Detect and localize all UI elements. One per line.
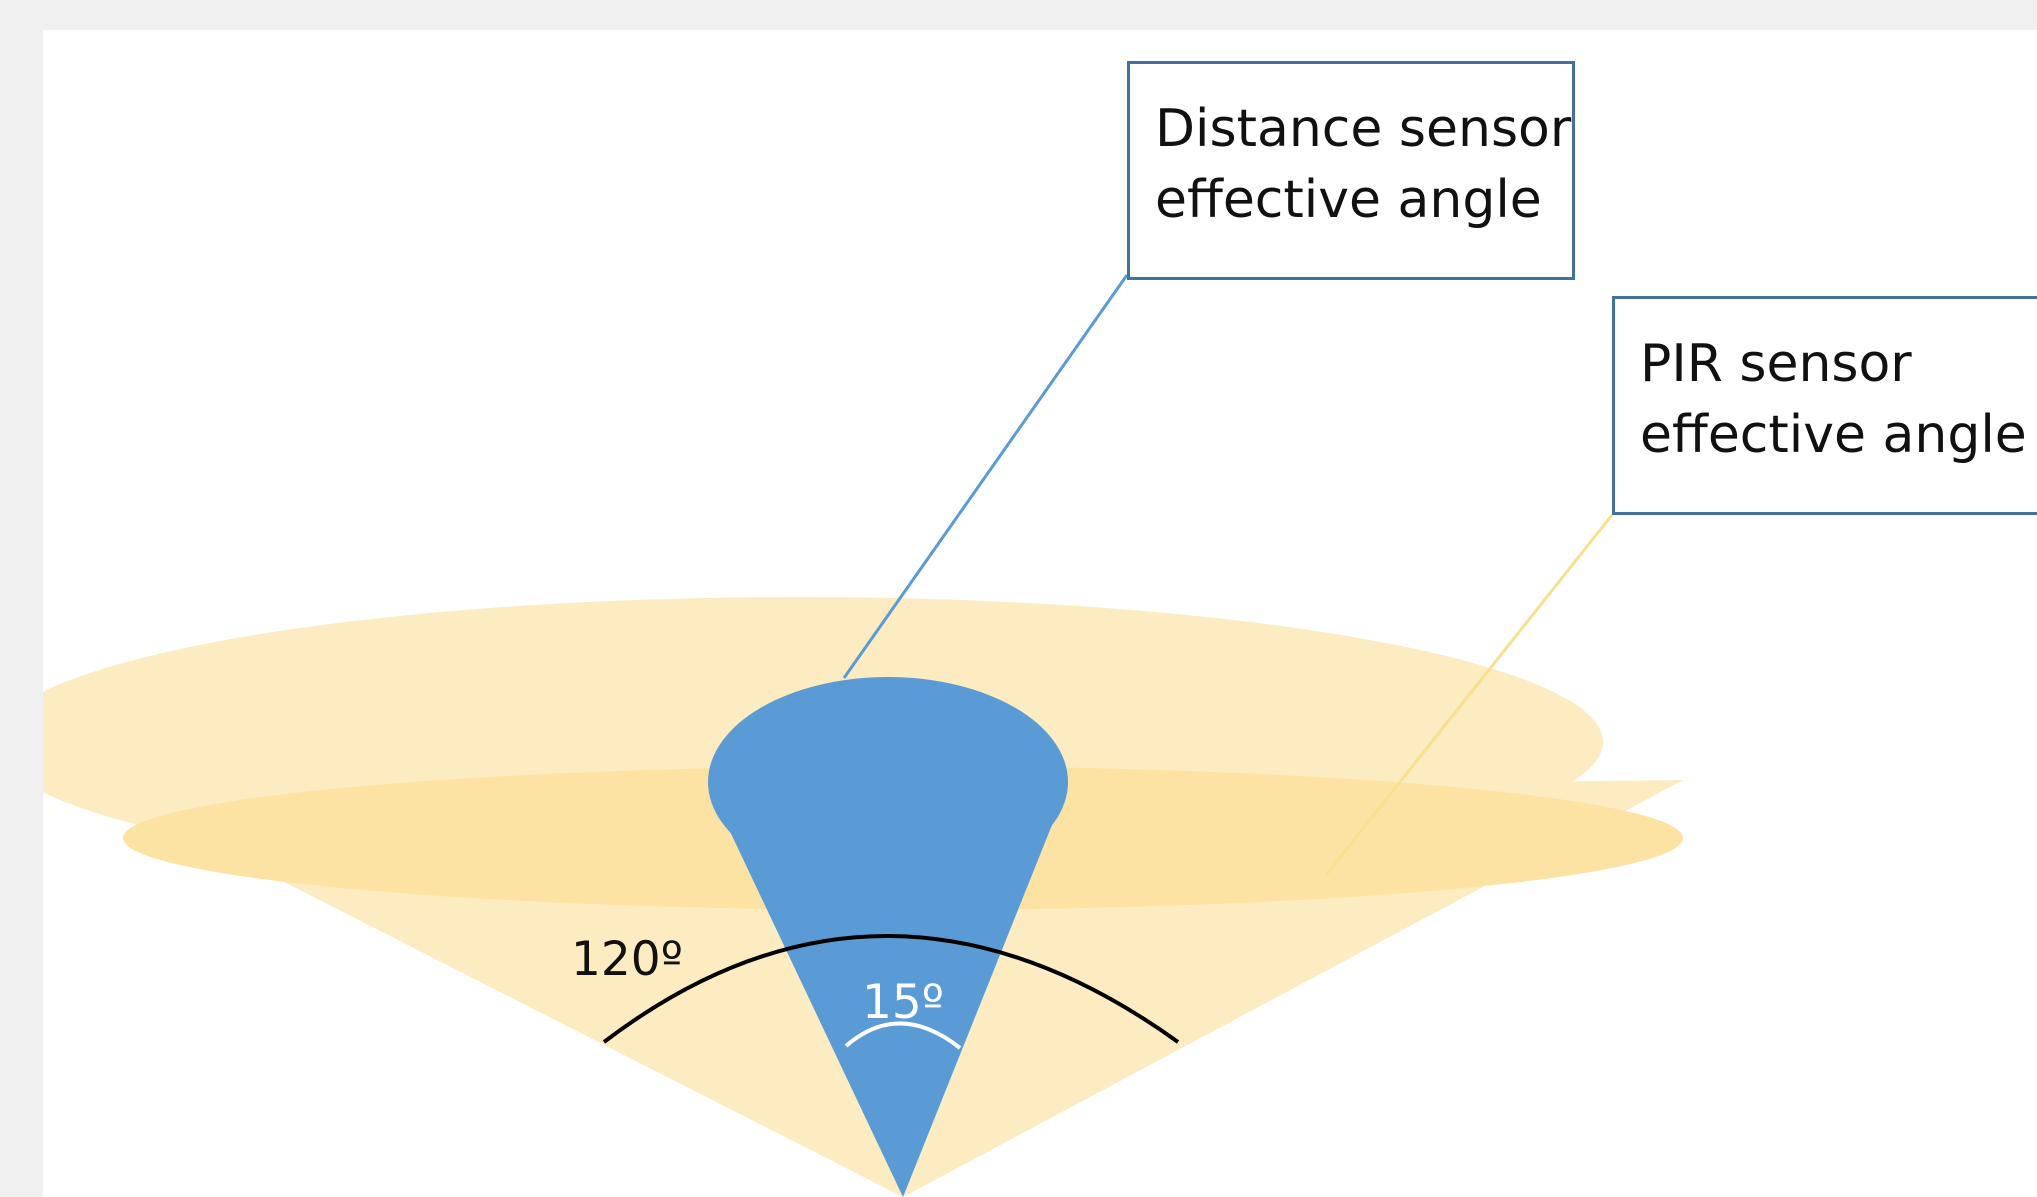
pir-angle-label: 120º — [571, 932, 683, 987]
distance-leader-line — [842, 274, 1129, 679]
diagram-canvas: 120º 15º — [43, 30, 2037, 1197]
distance-angle-arc — [844, 1021, 962, 1050]
pir-leader-line — [1324, 514, 1614, 876]
distance-callout-line2: effective angle — [1155, 170, 1542, 230]
distance-cone — [708, 677, 1068, 1197]
distance-angle-label: 15º — [862, 975, 944, 1030]
distance-sensor-callout: Distance sensor effective angle — [1127, 61, 1575, 280]
sensor-angle-diagram: 120º 15º — [43, 274, 1683, 1197]
pir-callout-line1: PIR sensor — [1640, 334, 1912, 394]
pir-sensor-callout: PIR sensor effective angle — [1612, 296, 2037, 515]
pir-callout-line2: effective angle — [1640, 405, 2027, 465]
distance-cone-body — [708, 785, 1068, 1197]
distance-callout-line1: Distance sensor — [1155, 99, 1572, 159]
pir-angle-arc — [602, 934, 1180, 1044]
